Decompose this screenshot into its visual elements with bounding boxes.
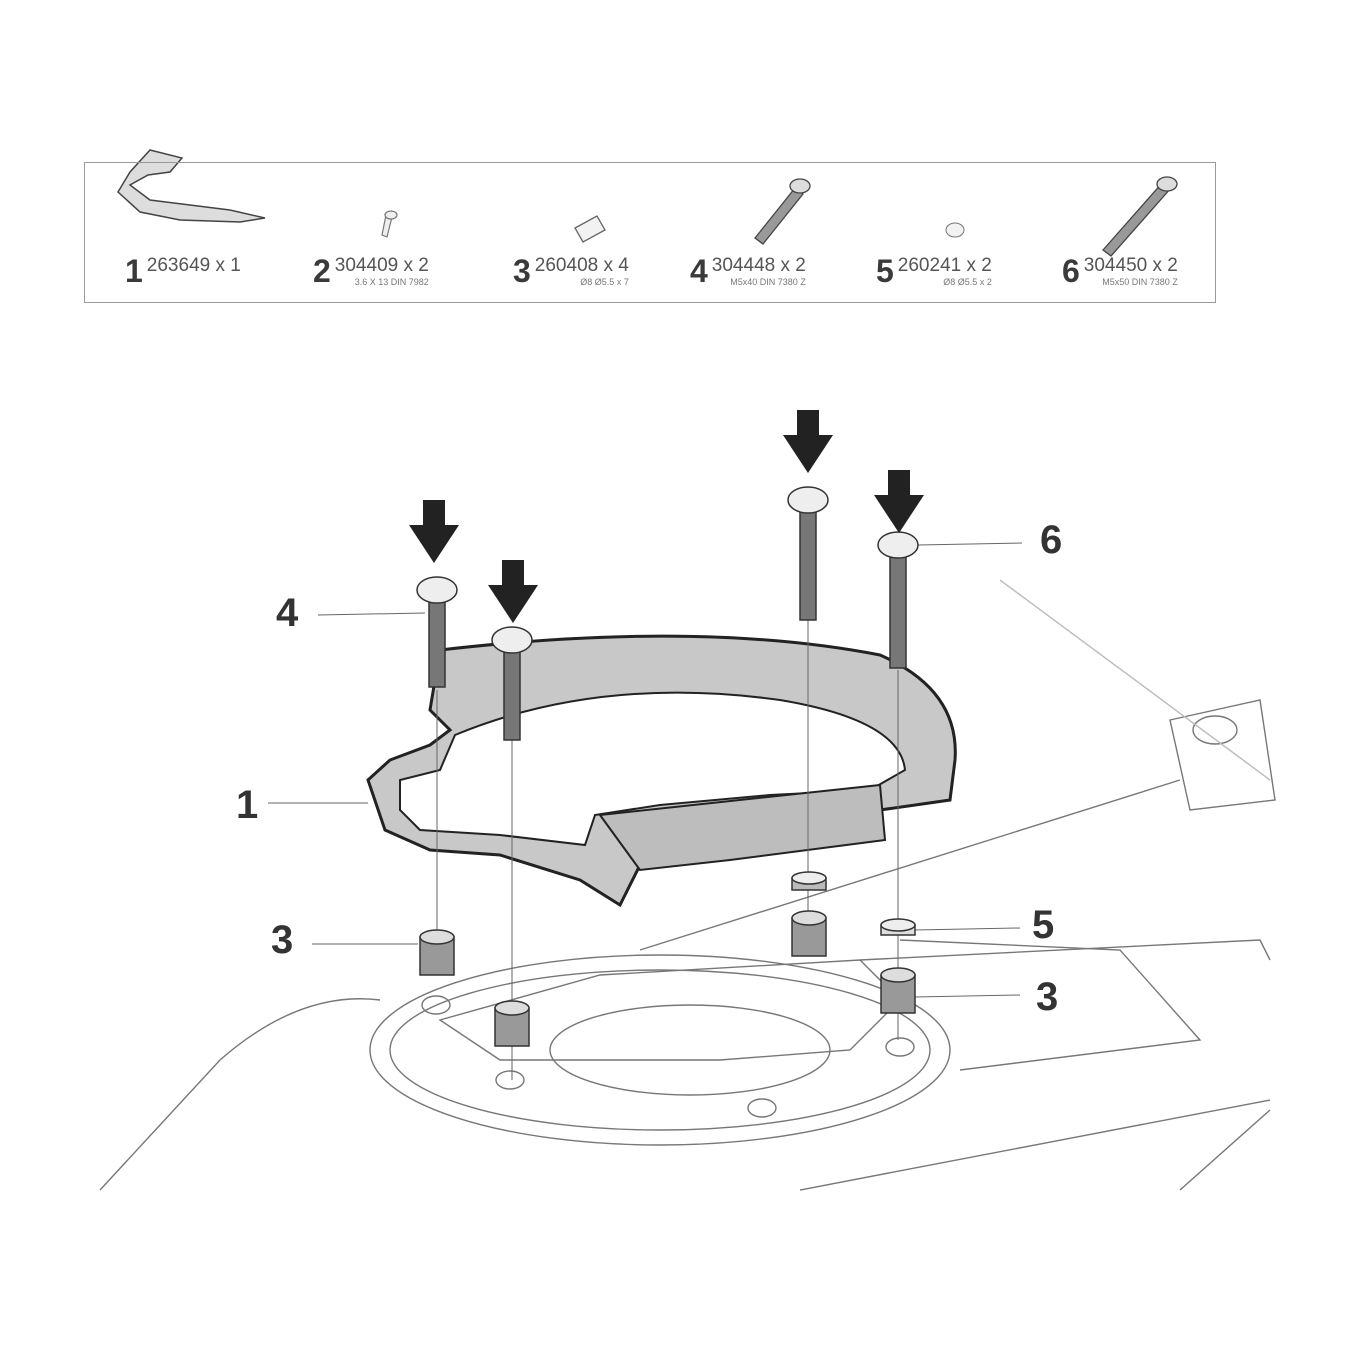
part-code: 260408 x 4 [534,255,629,276]
bolt-4-right [491,626,533,741]
bolt-6-left [787,486,829,621]
washers [791,871,916,936]
down-arrow-icon [409,410,924,623]
part-number: 4 [690,253,708,289]
spacer-part-icon [574,215,606,243]
part-number: 3 [513,253,531,289]
callout-6: 6 [1040,518,1063,562]
tank-outline [99,579,1276,1191]
spacers [419,910,916,1047]
washer-part-icon [945,222,965,238]
tank-ring-bracket [366,634,957,908]
part-code: 304409 x 2 [334,255,429,276]
part-number: 6 [1062,253,1080,289]
bolt-4-left [416,576,458,688]
part-code: 304448 x 2 [711,255,806,276]
part-code: 260241 x 2 [897,255,992,276]
bracket-part-icon [117,149,266,223]
callout-5: 5 [1032,903,1055,947]
part-code: 304450 x 2 [1083,255,1178,276]
callout-1: 1 [236,783,259,827]
part-1: 1 263649 x 1 [125,255,241,287]
part-spec: M5x40 DIN 7380 Z [730,277,806,287]
bolt-6-right [877,531,919,669]
bolt-m5x40-part-icon [754,178,811,245]
callout-3-right: 3 [1036,975,1059,1019]
part-spec: 3.6 X 13 DIN 7982 [354,277,429,287]
bolt-m5x50-part-icon [1102,176,1178,257]
part-spec: Ø8 Ø5.5 x 7 [580,277,629,287]
parts-list-box [84,162,1216,303]
part-spec: M5x50 DIN 7380 Z [1102,277,1178,287]
part-number: 5 [876,253,894,289]
part-code: 263649 x 1 [146,255,241,276]
screw-part-icon [381,210,398,238]
part-number: 2 [313,253,331,289]
callout-3-left: 3 [271,918,294,962]
part-number: 1 [125,253,143,289]
part-spec: Ø8 Ø5.5 x 2 [943,277,992,287]
callout-4: 4 [276,591,299,635]
